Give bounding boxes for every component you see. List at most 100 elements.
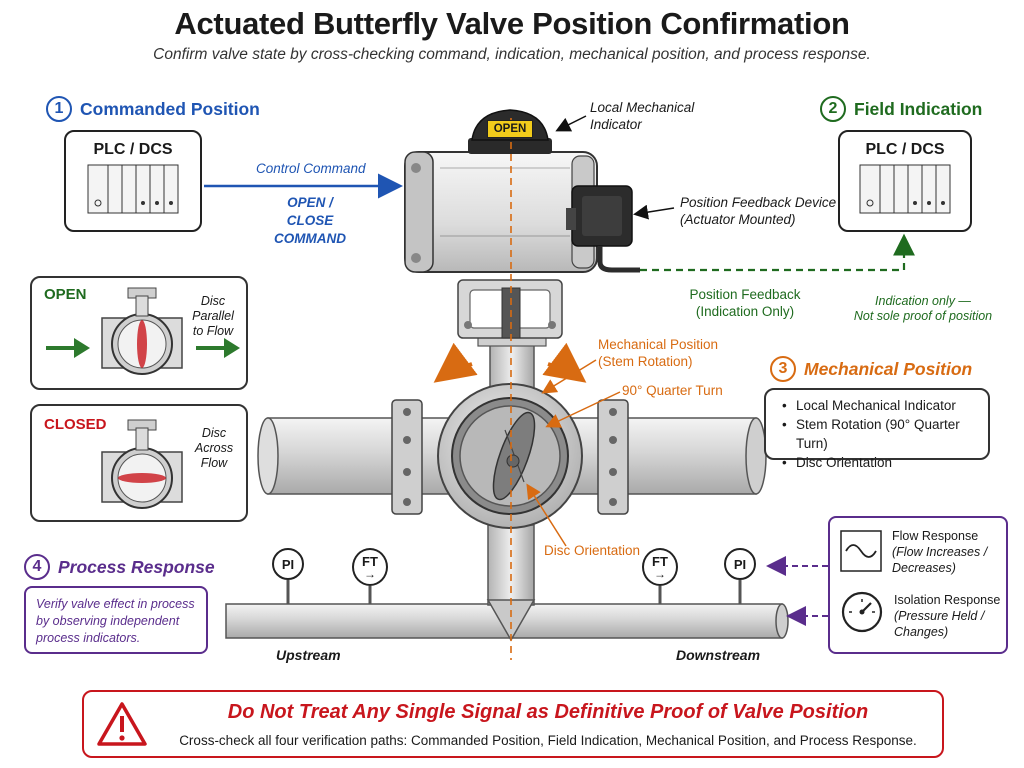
closed-card-title: CLOSED xyxy=(44,416,107,433)
indicator-pointer xyxy=(555,115,587,132)
closed-note-line-2: Flow xyxy=(200,456,228,470)
feedback-device-line-2: (Actuator Mounted) xyxy=(680,212,796,227)
warning-title: Do Not Treat Any Single Signal as Defini… xyxy=(227,701,869,723)
closed-note-line-1: Disc Across xyxy=(194,426,234,455)
mech-item-indicator: Local Mechanical Indicator xyxy=(782,396,980,415)
step-3-title: Mechanical Position xyxy=(804,358,973,379)
pressure-gauge-icon xyxy=(841,591,883,633)
quarter-turn-pointer xyxy=(545,391,621,428)
open-indicator-badge: OPEN xyxy=(487,120,533,138)
process-line xyxy=(225,524,789,642)
quarter-turn-label: 90° Quarter Turn xyxy=(622,383,723,398)
step-2-number: 2 xyxy=(820,96,846,122)
process-desc-line-3: process indicators. xyxy=(36,631,141,645)
mech-item-disc: Disc Orientation xyxy=(782,453,980,472)
command-line-1: OPEN / xyxy=(287,195,333,210)
stem-label-pointer xyxy=(541,359,597,394)
mechanical-position-stem-label: Mechanical Position (Stem Rotation) xyxy=(598,336,718,370)
open-card-title: OPEN xyxy=(44,286,87,303)
process-desc-line-1: Verify valve effect in process xyxy=(36,597,195,611)
plc-rack-icon-2 xyxy=(859,164,951,214)
instrument-stems xyxy=(286,580,742,604)
control-command-label: Control Command xyxy=(256,161,366,176)
isolation-response-line-2: Changes) xyxy=(894,625,949,639)
actuator-bracket xyxy=(457,279,563,339)
flange-right xyxy=(597,399,629,515)
open-disc-icon xyxy=(46,287,240,375)
feedback-device-pointer xyxy=(633,204,675,220)
flow-wave-icon xyxy=(840,530,882,572)
page-subtitle: Confirm valve state by cross-checking co… xyxy=(153,46,871,63)
indication-note-line-2: Not sole proof of position xyxy=(853,309,993,323)
step-1-number: 1 xyxy=(46,96,72,122)
command-line-2: CLOSE COMMAND xyxy=(274,213,346,246)
open-card-note: Disc Parallel to Flow xyxy=(180,294,246,339)
open-note-line-1: Disc Parallel xyxy=(192,294,234,323)
mechanical-position-list: Local Mechanical Indicator Stem Rotation… xyxy=(764,388,990,472)
feedback-device-line-1: Position Feedback Device xyxy=(680,195,837,210)
mech-item-stem: Stem Rotation (90° Quarter Turn) xyxy=(782,415,980,453)
local-indicator-line-2: Indicator xyxy=(590,117,642,132)
isolation-response-title: Isolation Response xyxy=(894,593,1001,607)
step-1-heading: 1 Commanded Position xyxy=(46,96,260,122)
disc-pointer xyxy=(526,483,567,547)
plc-rack-icon xyxy=(87,164,179,214)
upstream-label: Upstream xyxy=(276,647,341,663)
ft-label-upstream: FT xyxy=(362,554,378,569)
pi-gauge-downstream: PI xyxy=(724,548,756,580)
process-response-description: Verify valve effect in process by observ… xyxy=(24,586,208,654)
warning-banner: Do Not Treat Any Single Signal as Defini… xyxy=(82,690,944,758)
ft-transmitter-upstream: FT → xyxy=(352,548,388,586)
ft-label-downstream: FT xyxy=(652,554,668,569)
indication-note-line-1: Indication only — xyxy=(875,294,971,308)
closed-card-note: Disc Across Flow xyxy=(182,426,246,471)
page-title: Actuated Butterfly Valve Position Confir… xyxy=(174,6,850,41)
warning-body: Cross-check all four verification paths:… xyxy=(179,733,917,748)
warning-triangle-icon xyxy=(97,702,147,746)
downstream-label: Downstream xyxy=(676,647,761,663)
ft-arrow-icon: → xyxy=(364,567,376,581)
flange-left xyxy=(391,399,423,515)
feedback-device-label: Position Feedback Device (Actuator Mount… xyxy=(680,194,836,228)
disc-orientation-label: Disc Orientation xyxy=(544,543,641,558)
position-feedback-label: Position Feedback (Indication Only) xyxy=(680,286,810,320)
open-note-line-2: to Flow xyxy=(192,324,234,338)
feedback-box xyxy=(566,185,640,273)
isolation-response-line-1: (Pressure Held / xyxy=(894,609,985,623)
ft-transmitter-downstream: FT → xyxy=(642,548,678,586)
closed-disc-icon xyxy=(101,419,183,509)
position-feedback-line-1: Position Feedback xyxy=(689,287,801,302)
step-1-title: Commanded Position xyxy=(80,98,260,119)
rotation-arrow-right xyxy=(542,342,587,383)
step-4-title: Process Response xyxy=(58,556,215,577)
plc-dcs-command: PLC / DCS xyxy=(64,130,202,232)
plc-dcs-indication: PLC / DCS xyxy=(838,130,972,232)
closed-state-card: CLOSED Disc Across Flow xyxy=(30,404,248,522)
step-2-title: Field Indication xyxy=(854,98,983,119)
isolation-response-text: Isolation Response (Pressure Held / Chan… xyxy=(894,592,1000,640)
stem-label-line-2: (Stem Rotation) xyxy=(598,354,693,369)
flow-response-line-1: (Flow Increases / xyxy=(892,545,988,559)
ft-arrow-icon-2: → xyxy=(654,567,666,581)
pi-gauge-upstream: PI xyxy=(272,548,304,580)
plc-label-2: PLC / DCS xyxy=(865,141,945,158)
step-4-number: 4 xyxy=(24,554,50,580)
step-3-heading: 3 Mechanical Position xyxy=(770,356,972,382)
stem-label-line-1: Mechanical Position xyxy=(598,337,719,352)
open-close-command-label: OPEN / CLOSE COMMAND xyxy=(250,194,370,248)
rotation-arrow-left xyxy=(433,342,478,383)
local-indicator-label: Local Mechanical Indicator xyxy=(590,99,694,133)
valve-body xyxy=(437,383,583,529)
flow-response-text: Flow Response (Flow Increases / Decrease… xyxy=(892,528,987,576)
indication-only-note: Indication only — Not sole proof of posi… xyxy=(838,294,1008,324)
step-4-heading: 4 Process Response xyxy=(24,554,215,580)
plc-label: PLC / DCS xyxy=(93,141,173,158)
local-indicator-line-1: Local Mechanical xyxy=(590,100,695,115)
position-feedback-line-2: (Indication Only) xyxy=(695,304,795,319)
process-response-panel: Flow Response (Flow Increases / Decrease… xyxy=(828,516,1008,654)
feedback-signal-line xyxy=(640,233,915,272)
flow-response-title: Flow Response xyxy=(892,529,979,543)
process-desc-line-2: by observing independent xyxy=(36,614,180,628)
flow-response-line-2: Decreases) xyxy=(892,561,956,575)
